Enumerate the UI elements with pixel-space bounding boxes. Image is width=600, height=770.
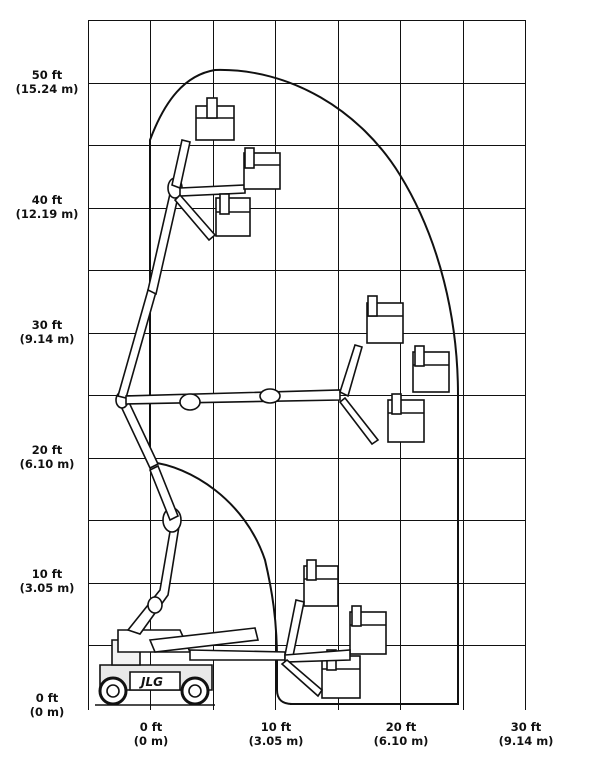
platform-control — [206, 97, 218, 119]
platform-control — [391, 393, 402, 415]
outreach-boom-group — [125, 344, 380, 446]
x-tick-label-20ft: 20 ft(6.10 m) — [373, 720, 429, 748]
y-tick-label-50ft: 50 ft(15.24 m) — [15, 68, 79, 96]
platform-control — [244, 147, 255, 169]
x-tick-label-10ft: 10 ft(3.05 m) — [248, 720, 304, 748]
working-envelope — [149, 68, 459, 705]
lower-boom-group — [115, 139, 286, 661]
low-jib-2 — [284, 649, 351, 663]
tower-boom — [148, 464, 180, 522]
lower-boom-horizontal — [148, 627, 259, 653]
x-tick-label-30ft: 30 ft(9.14 m) — [498, 720, 554, 748]
boom-joint — [147, 596, 163, 614]
platform-baskets — [195, 97, 450, 699]
wheel-left-hub — [106, 684, 120, 698]
platform-control — [367, 295, 378, 317]
jib-horizontal — [189, 649, 286, 661]
low-jib-3 — [280, 658, 324, 698]
platform-control — [219, 193, 230, 215]
low-jib-group — [280, 599, 351, 698]
envelope-inner-boundary — [149, 395, 293, 705]
outreach-jib — [339, 344, 363, 398]
y-tick-label-0ft: 0 ft(0 m) — [29, 691, 65, 719]
lower-boom-raised — [126, 519, 181, 635]
upper-jib-2 — [173, 193, 217, 242]
upper-jib-1 — [179, 184, 246, 197]
outreach-jib-low — [338, 396, 380, 446]
y-tick-label-10ft: 10 ft(3.05 m) — [19, 567, 75, 595]
machine-logo: JLG — [139, 675, 163, 689]
y-tick-label-40ft: 40 ft(12.19 m) — [15, 193, 79, 221]
x-tick-label-0ft: 0 ft(0 m) — [133, 720, 169, 748]
platform-control — [306, 559, 317, 581]
y-tick-label-30ft: 30 ft(9.14 m) — [19, 318, 75, 346]
platform-control — [351, 605, 362, 627]
wheel-right-hub — [188, 684, 202, 698]
jib-top — [171, 139, 191, 190]
envelope-outer-boundary — [149, 68, 459, 705]
platform-control — [414, 345, 425, 367]
machine-mid-body — [129, 671, 181, 691]
y-tick-label-20ft: 20 ft(6.10 m) — [19, 443, 75, 471]
boom-joint — [179, 393, 201, 411]
low-jib-1 — [284, 599, 305, 657]
boom-joint — [259, 388, 281, 404]
outreach-boom — [125, 389, 341, 405]
